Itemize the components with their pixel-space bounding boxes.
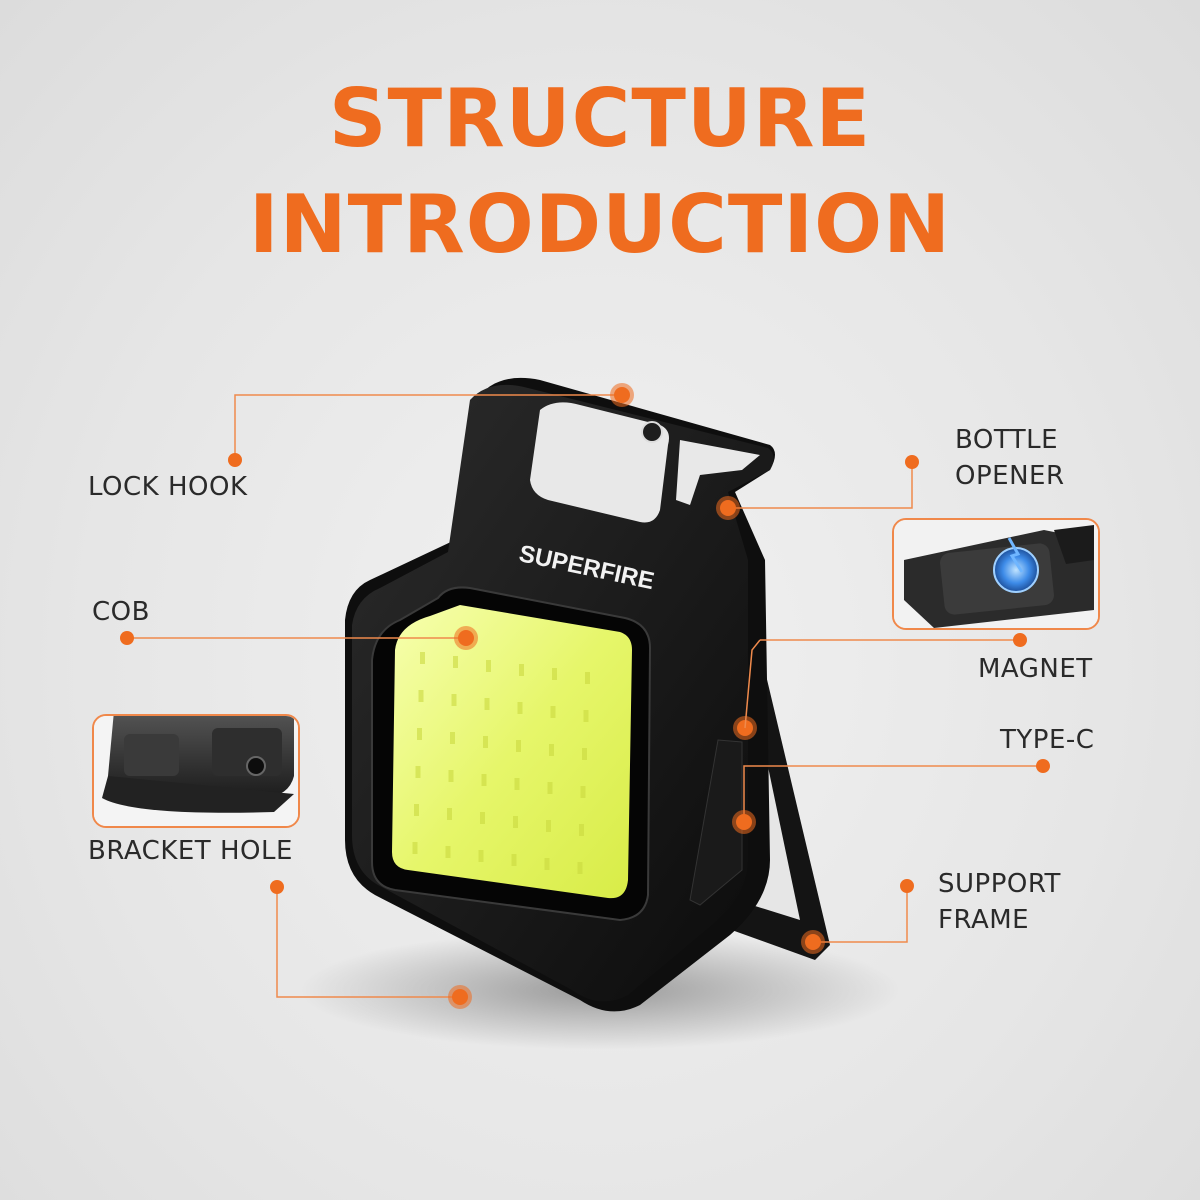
led-chip (483, 736, 488, 748)
lock-hook-dot (228, 453, 242, 467)
led-chip (513, 816, 518, 828)
led-chip (420, 652, 425, 664)
led-chip (414, 804, 419, 816)
bottle-opener-label: BOTTLE OPENER (955, 422, 1065, 494)
led-chip (451, 694, 457, 706)
cob-dot (120, 631, 134, 645)
magnet-callout-line (744, 639, 761, 729)
led-chip (549, 744, 554, 756)
cob-light-panel (392, 605, 632, 899)
type-c-target (736, 814, 752, 830)
lock-hook-label: LOCK HOOK (88, 472, 248, 502)
led-chip (511, 854, 517, 866)
led-chip (582, 748, 587, 760)
support-frame-dot (900, 879, 914, 893)
led-chip (412, 842, 418, 854)
magnet-closeup-image (894, 520, 1098, 628)
support-frame-label-line1: SUPPORT (938, 869, 1061, 899)
bottle-opener-label-line2: OPENER (955, 461, 1065, 491)
led-chip (415, 766, 421, 778)
led-chip (453, 656, 458, 668)
led-chip (552, 668, 557, 680)
led-chip (519, 664, 524, 676)
type-c-port-cover (689, 739, 743, 906)
led-chip (478, 850, 484, 862)
brand-logo-icon (641, 421, 663, 443)
led-chip (448, 770, 454, 782)
led-chip (550, 706, 556, 718)
led-chip (579, 824, 584, 836)
bottle-opener-label-line1: BOTTLE (955, 425, 1059, 455)
led-chip (484, 698, 490, 710)
title-line-2: INTRODUCTION (248, 178, 952, 271)
hook-opening (530, 402, 669, 523)
led-chip (418, 690, 424, 702)
led-chip (514, 778, 520, 790)
bottle-opener-target (720, 500, 736, 516)
magnet-label: MAGNET (978, 654, 1093, 684)
led-chip (544, 858, 550, 870)
type-c-label: TYPE-C (1000, 725, 1095, 755)
led-chip (450, 732, 455, 744)
led-chip (516, 740, 521, 752)
bracket-hole-closeup-image (94, 716, 298, 826)
led-chip (577, 862, 583, 874)
lock-hook-target (614, 387, 630, 403)
bracket-hole-dot (270, 880, 284, 894)
led-grid (412, 652, 590, 874)
support-frame-target (805, 934, 821, 950)
callout-dots (120, 383, 1050, 1009)
bottle-opener-dot (905, 455, 919, 469)
cob-target (458, 630, 474, 646)
led-chip (481, 774, 487, 786)
led-chip (580, 786, 586, 798)
led-chip (445, 846, 451, 858)
title-line-1: STRUCTURE (328, 72, 872, 165)
magnet-inset (892, 518, 1100, 630)
led-chip (517, 702, 523, 714)
magnet-dot (1013, 633, 1027, 647)
support-frame-label: SUPPORT FRAME (938, 866, 1061, 938)
led-chip (547, 782, 553, 794)
cob-label: COB (92, 597, 150, 627)
led-chip (585, 672, 590, 684)
led-chip (417, 728, 422, 740)
support-frame-label-line2: FRAME (938, 905, 1030, 935)
bracket-hole-target (452, 989, 468, 1005)
led-chip (447, 808, 452, 820)
bracket-hole-inset (92, 714, 300, 828)
type-c-dot (1036, 759, 1050, 773)
callout-lines (127, 394, 1043, 998)
led-chip (546, 820, 551, 832)
bracket-hole-label: BRACKET HOLE (88, 836, 293, 866)
led-chip (486, 660, 491, 672)
led-chip (583, 710, 589, 722)
bottle-opener-slot (676, 440, 760, 505)
led-chip (480, 812, 485, 824)
